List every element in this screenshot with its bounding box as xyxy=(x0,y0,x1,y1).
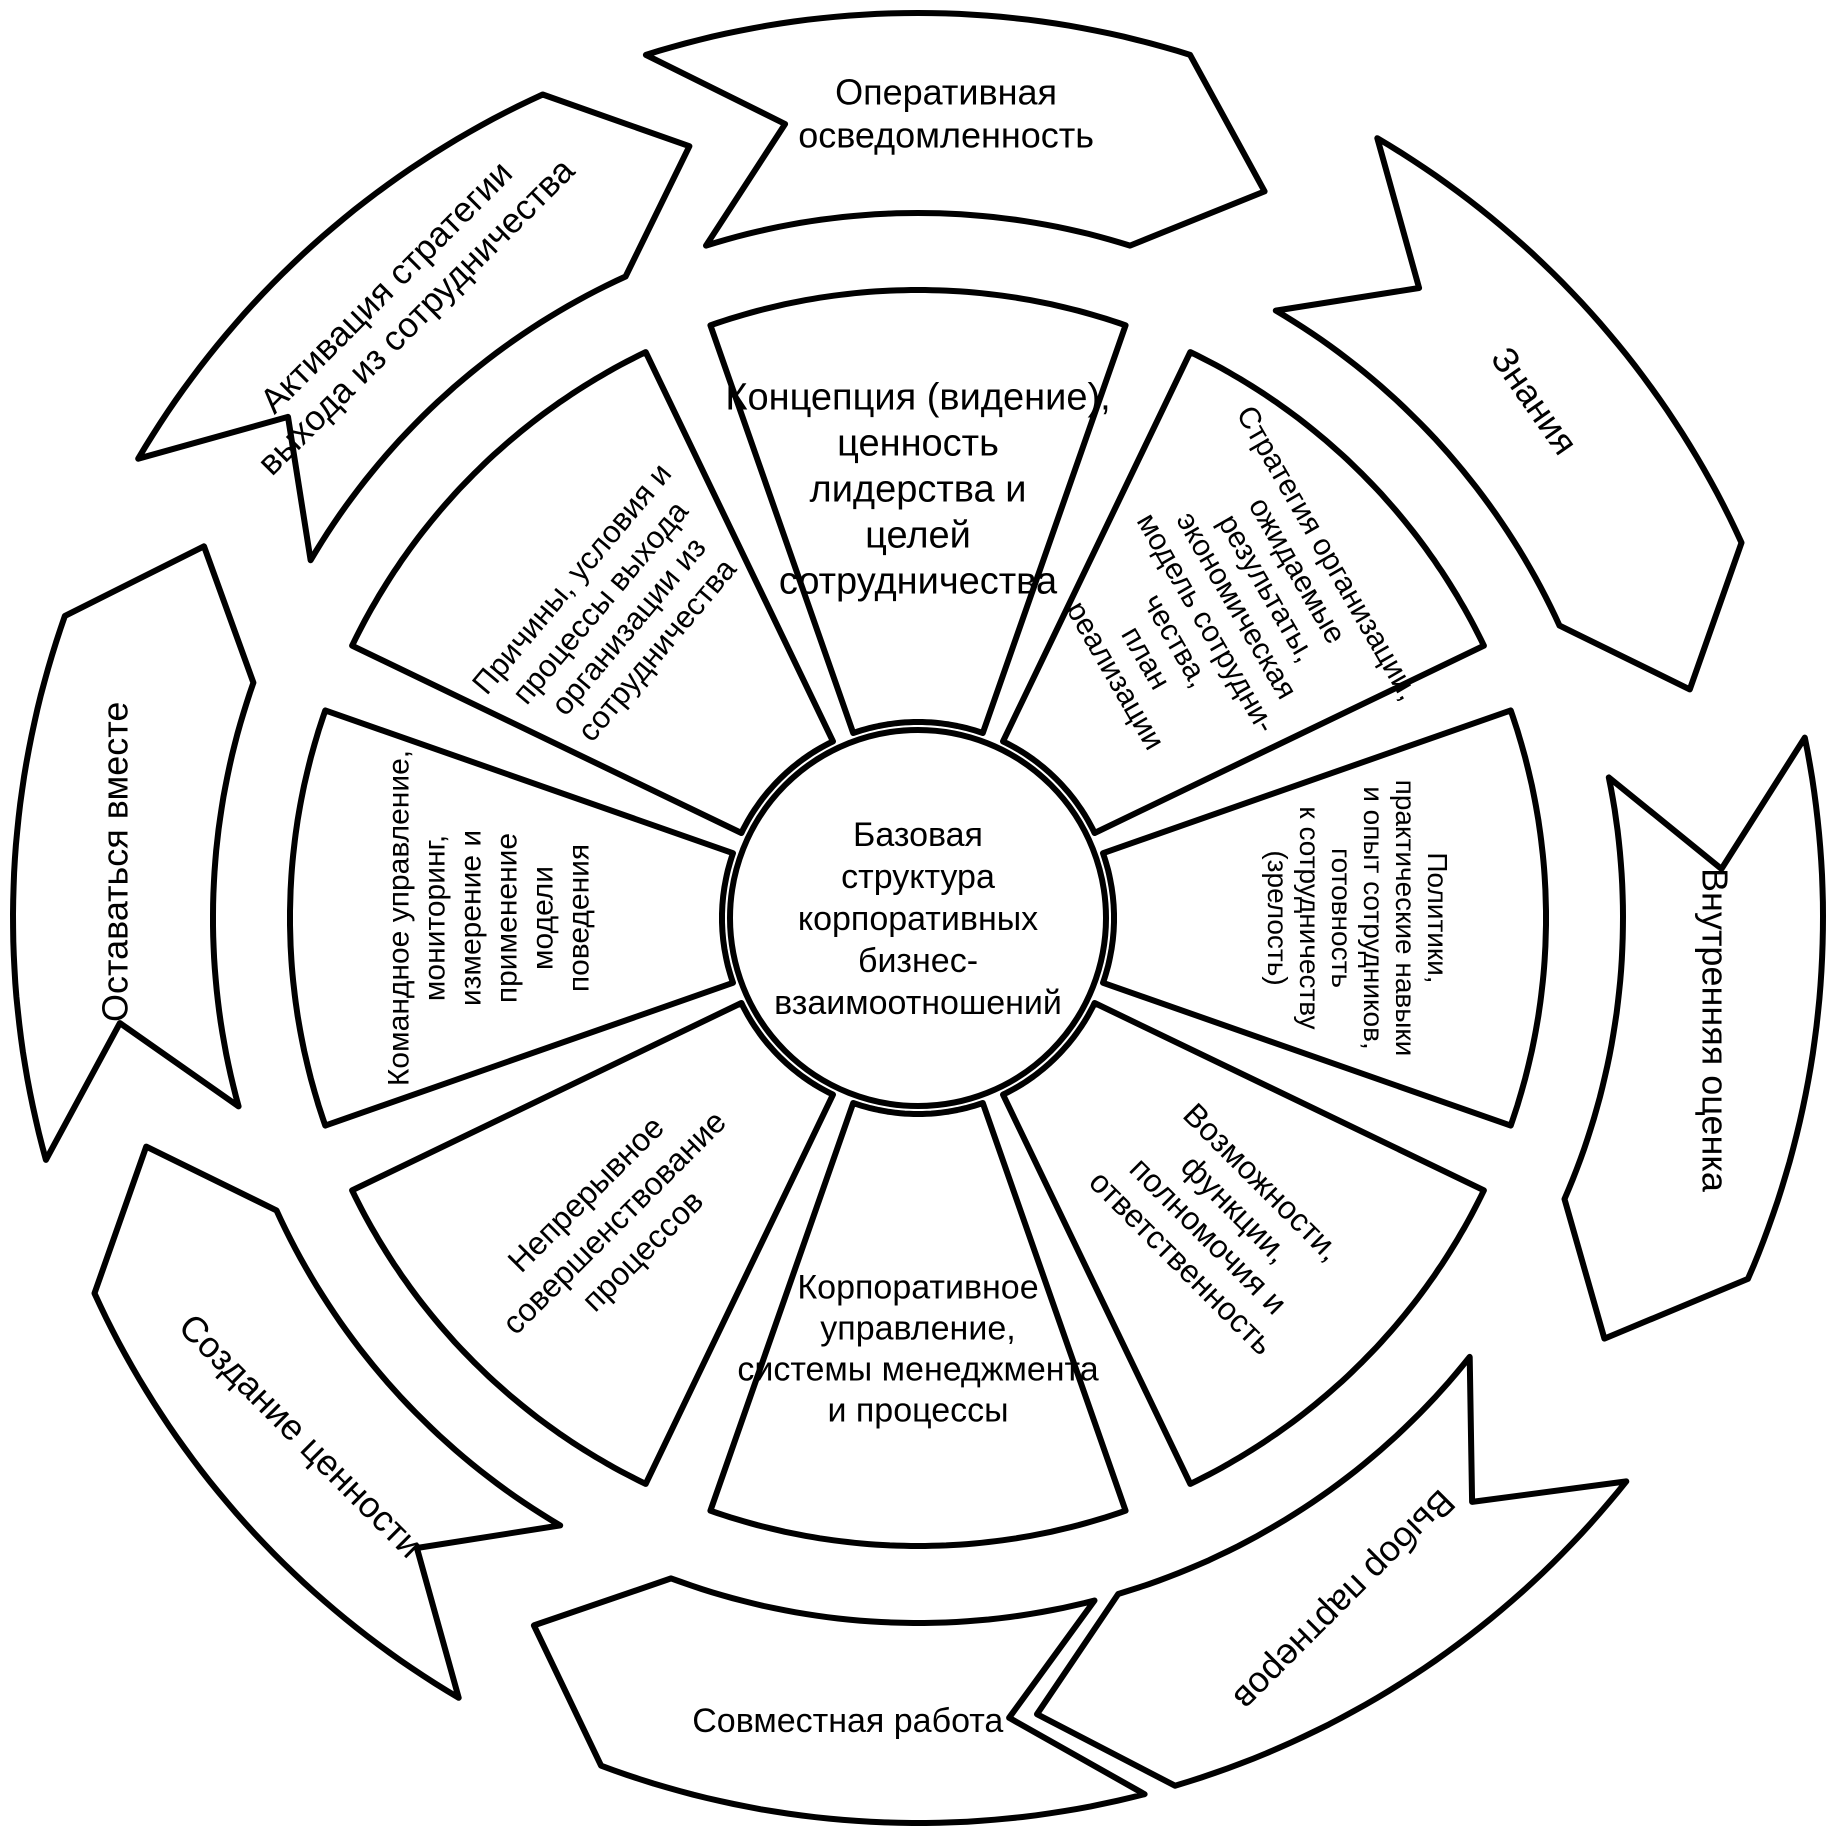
center-hub: Базовая структура корпоративных бизнес-взаи… xyxy=(727,727,1109,1109)
inner-segment-shape xyxy=(707,1100,1129,1549)
outer-stage-label-awareness-line: Оперативная xyxy=(835,72,1057,113)
inner-segment-label-command-line: применение xyxy=(491,833,524,1003)
outer-stage-staying-together: Оставаться вместе xyxy=(10,543,257,1163)
outer-stage-arrow xyxy=(1034,1353,1630,1789)
outer-stage-arrow xyxy=(91,1143,564,1701)
inner-segment-label-policies-line: к сотрудничеству xyxy=(1294,806,1325,1029)
inner-segment-label-command-line: измерение и xyxy=(455,830,488,1006)
outer-stage-label-internal-assessment-line: Внутренняя оценка xyxy=(1695,868,1736,1193)
outer-stage-joint-work: Совместная работа xyxy=(530,1575,1148,1826)
center-label-line: бизнес- xyxy=(858,942,978,980)
inner-segment-label-command-line: мониторинг, xyxy=(419,835,452,1001)
outer-stage-arrow xyxy=(530,1575,1148,1826)
inner-segment-shape xyxy=(349,349,836,836)
outer-stage-arrow xyxy=(10,543,257,1163)
center-circle xyxy=(727,727,1109,1109)
inner-segment-label-policies: Политики,практические навыкии опыт сотру… xyxy=(1262,780,1453,1057)
inner-segment-label-command-line: Командное управление, xyxy=(383,750,416,1086)
center-label-line: взаимоотношений xyxy=(774,984,1062,1022)
inner-segment-label-vision-line: Концепция (видение), xyxy=(725,376,1110,418)
center-label-line: Базовая xyxy=(853,816,983,854)
outer-stage-arrow xyxy=(1272,135,1745,693)
inner-segment-label-command: Командное управление,мониторинг,измерени… xyxy=(383,750,596,1086)
inner-segment-label-governance-line: управление, xyxy=(820,1309,1015,1347)
outer-stage-arrow xyxy=(135,91,693,564)
inner-segment-shape xyxy=(1000,349,1487,836)
inner-segment-label-governance-line: и процессы xyxy=(827,1391,1008,1429)
center-label-line: структура xyxy=(841,858,995,896)
outer-stage-label-joint-work-line: Совместная работа xyxy=(692,1702,1003,1740)
inner-segment-label-policies-line: и опыт сотрудников, xyxy=(1358,786,1389,1050)
inner-segment-label-policies-line: готовность xyxy=(1326,848,1357,988)
inner-segment-label-policies-line: практические навыки xyxy=(1390,780,1421,1057)
center-label-line: корпоративных xyxy=(798,900,1038,938)
inner-segment-shape xyxy=(1000,1000,1487,1487)
outer-stage-label-staying-together-line: Оставаться вместе xyxy=(95,702,136,1022)
outer-stage-label-staying-together: Оставаться вместе xyxy=(95,702,136,1022)
inner-segment-label-policies-line: (зрелость) xyxy=(1262,850,1293,985)
center-label: Базовая структура корпоративных бизнес-взаи… xyxy=(774,816,1062,1022)
inner-segment-shape xyxy=(1100,707,1549,1129)
inner-segment-label-vision-line: лидерства и xyxy=(810,468,1027,510)
outer-stage-partner-selection: Выбор партнеров xyxy=(1034,1353,1630,1789)
inner-segment-improvement: Непрерывноесовершенствованиепроцессов xyxy=(349,1000,836,1487)
inner-segment-label-vision-line: ценность xyxy=(837,422,999,464)
inner-segment-shape xyxy=(707,287,1129,736)
outer-stage-label-internal-assessment: Внутренняя оценка xyxy=(1695,868,1736,1193)
inner-segment-label-vision-line: сотрудничества xyxy=(779,560,1058,602)
inner-segment-shape xyxy=(287,707,736,1129)
inner-segment-capabilities: Возможности,функции,полномочия иответств… xyxy=(1000,1000,1487,1487)
outer-stage-internal-assessment: Внутренняя оценка xyxy=(1561,734,1826,1342)
inner-segment-label-policies-line: Политики, xyxy=(1422,852,1453,983)
outer-stage-label-joint-work: Совместная работа xyxy=(692,1702,1003,1740)
inner-segment-shape xyxy=(349,1000,836,1487)
inner-segment-exit: Причины, условия ипроцессы выходаорганиз… xyxy=(349,349,836,836)
inner-segment-command: Командное управление,мониторинг,измерени… xyxy=(287,707,736,1129)
inner-segment-policies: Политики,практические навыкии опыт сотру… xyxy=(1100,707,1549,1129)
outer-stage-label-awareness-line: осведомленность xyxy=(798,115,1094,156)
inner-segment-label-governance-line: системы менеджмента xyxy=(737,1350,1098,1388)
inner-segment-label-command-line: модели xyxy=(527,866,560,970)
inner-segment-label-command-line: поведения xyxy=(563,844,596,992)
outer-stage-knowledge: Знания xyxy=(1272,135,1745,693)
inner-segment-label-governance-line: Корпоративное xyxy=(797,1268,1038,1306)
outer-stage-arrow xyxy=(642,10,1268,249)
outer-stage-arrow xyxy=(1561,734,1826,1342)
inner-segment-label-vision-line: целей xyxy=(865,514,971,556)
